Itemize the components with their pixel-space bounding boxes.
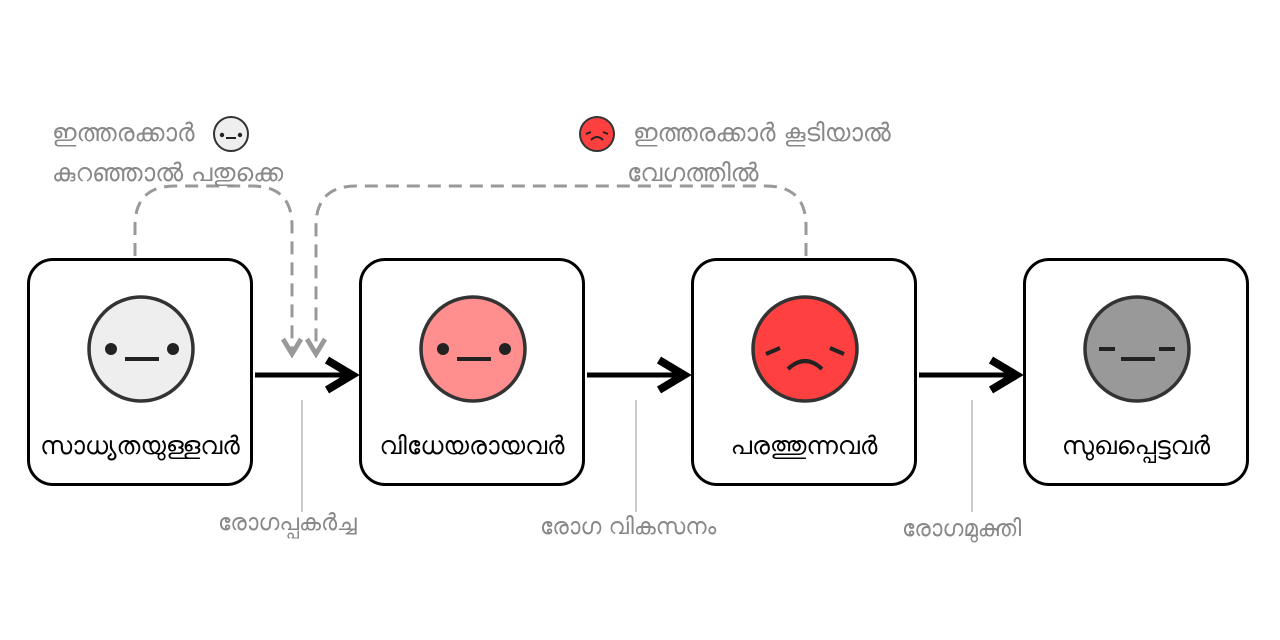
sad-face-icon <box>751 295 859 403</box>
neutral-face-icon <box>87 295 195 403</box>
closed-eyes-face-icon <box>1083 295 1191 403</box>
neutral-face-icon <box>212 116 249 152</box>
stage-box-susceptible: സാധ്യതയുള്ളവർ <box>27 258 253 486</box>
stage-label: വിധേയരായവർ <box>379 431 565 460</box>
stage-box-exposed: വിധേയരായവർ <box>359 258 585 486</box>
transition-label-recovery: രോഗമുക്തി <box>902 516 1022 542</box>
note-left-line1: ഇത്തരക്കാർ <box>52 114 283 154</box>
note-left-line2: കുറഞ്ഞാൽ പതുക്കെ <box>52 158 284 187</box>
transition-label-infection: രോഗപ്പകർച്ച <box>218 510 357 536</box>
feedback-path-right <box>304 184 808 359</box>
stage-label: സാധ്യതയുള്ളവർ <box>40 431 240 460</box>
note-right-line1: ഇത്തരക്കാർ കൂടിയാൽ <box>577 114 891 154</box>
neutral-face-icon <box>419 295 527 403</box>
stage-box-recovered: സുഖപ്പെട്ടവർ <box>1023 258 1249 486</box>
note-right-line2: വേഗത്തിൽ <box>627 158 759 187</box>
note-right: ഇത്തരക്കാർ കൂടിയാൽ വേഗത്തിൽ <box>577 114 891 192</box>
feedback-path-left <box>133 184 304 359</box>
sad-face-icon <box>579 116 615 152</box>
stage-label: സുഖപ്പെട്ടവർ <box>1061 431 1211 460</box>
stage-label: പരത്തുന്നവർ <box>730 431 878 460</box>
transition-label-incubation: രോഗ വികസനം <box>540 514 717 540</box>
note-left: ഇത്തരക്കാർ കുറഞ്ഞാൽ പതുക്കെ <box>52 114 283 192</box>
stage-box-infectious: പരത്തുന്നവർ <box>691 258 917 486</box>
